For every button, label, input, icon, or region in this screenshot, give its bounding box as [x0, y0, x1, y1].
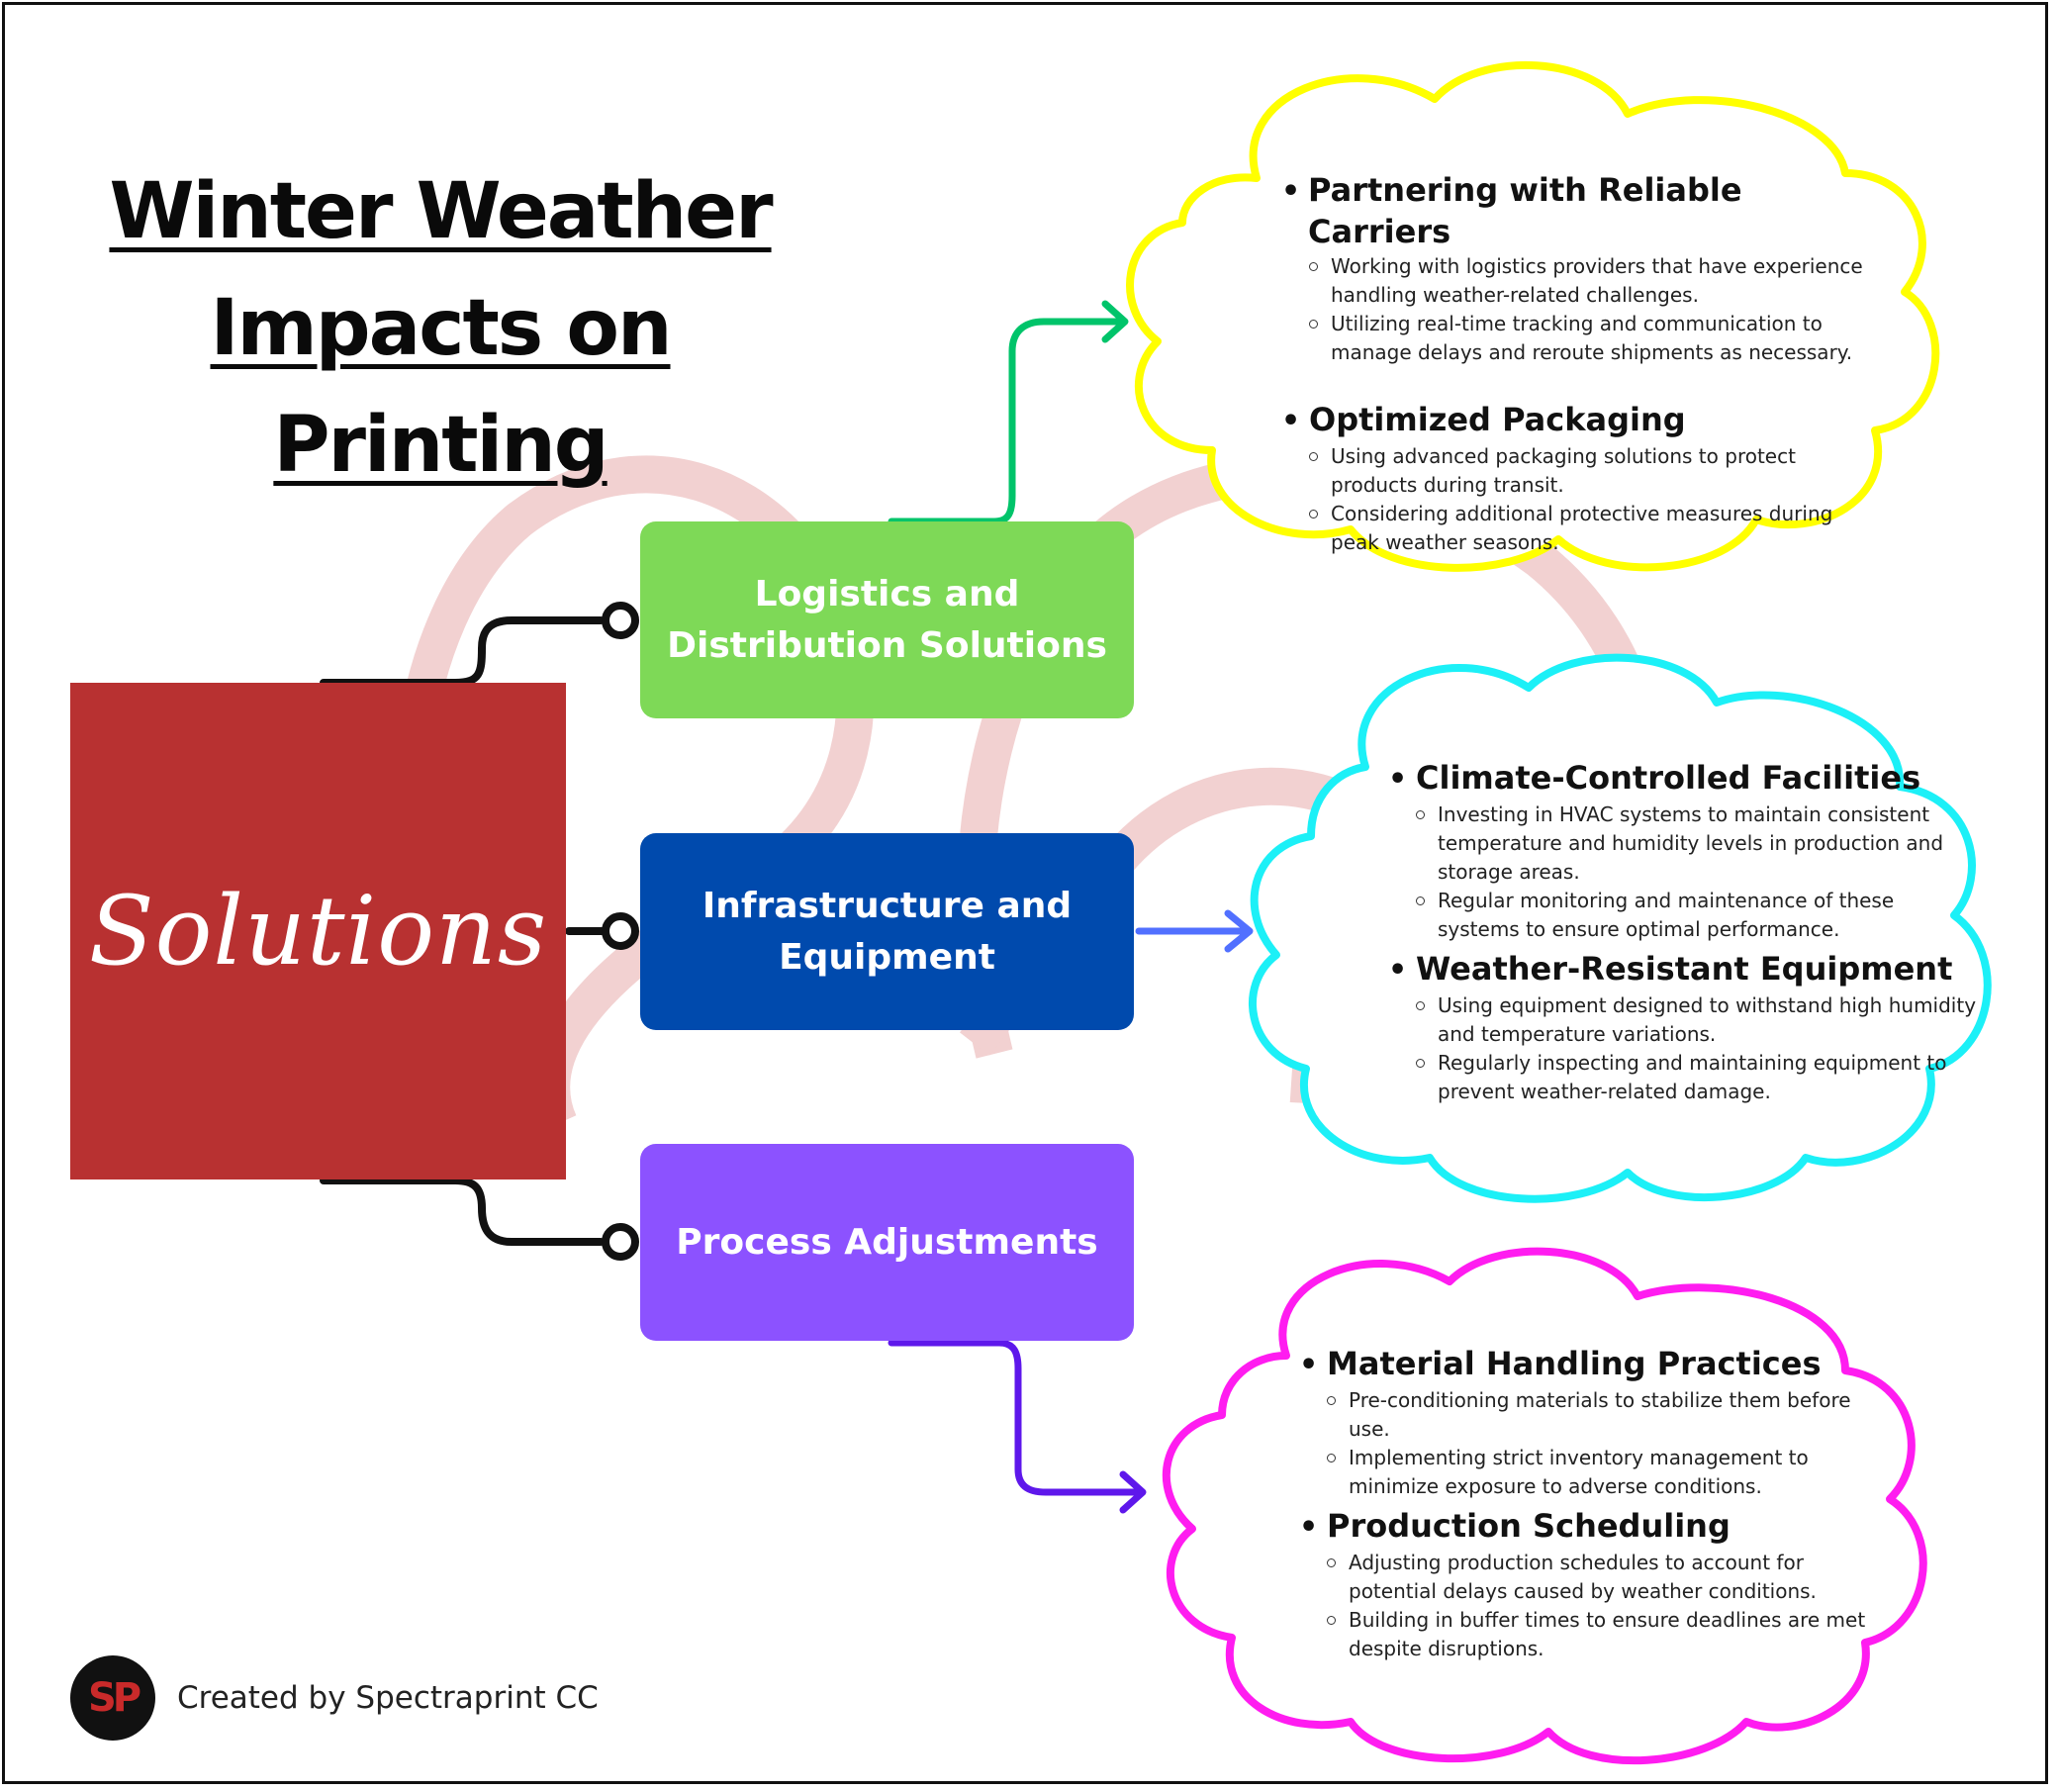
section-heading-text: Material Handling Practices: [1327, 1345, 1822, 1382]
list-item: Using advanced packaging solutions to pr…: [1309, 442, 1875, 500]
page-title: Winter Weather Impacts on Printing: [64, 153, 816, 504]
cloud-infrastructure-outline: [1249, 653, 1992, 1203]
list-item: Implementing strict inventory management…: [1327, 1444, 1893, 1501]
branch-node-label: Infrastructure and Equipment: [702, 885, 1073, 978]
bullet-icon: •: [1388, 953, 1408, 988]
list-item: Regularly inspecting and maintaining equ…: [1416, 1049, 1982, 1106]
bullet-icon: •: [1281, 174, 1301, 209]
cloud-section: •Material Handling Practices Pre-conditi…: [1299, 1343, 1893, 1501]
section-heading-text: Climate-Controlled Facilities: [1416, 759, 1921, 797]
bullet-icon: •: [1388, 762, 1408, 797]
section-heading-text: Optimized Packaging: [1309, 401, 1686, 438]
bullet-list: Investing in HVAC systems to maintain co…: [1388, 801, 1982, 944]
list-item: Utilizing real-time tracking and communi…: [1309, 310, 1875, 367]
bullet-list: Using equipment designed to withstand hi…: [1388, 991, 1982, 1106]
section-heading: •Production Scheduling: [1299, 1505, 1893, 1549]
title-line-2: Impacts on Printing: [210, 284, 673, 490]
cloud-infrastructure-content: •Climate-Controlled Facilities Investing…: [1388, 757, 1982, 1110]
bullet-list: Working with logistics providers that ha…: [1281, 252, 1875, 367]
section-heading-text: Production Scheduling: [1327, 1507, 1731, 1545]
terminal-circle: [602, 1223, 639, 1261]
list-item: Adjusting production schedules to accoun…: [1327, 1549, 1893, 1606]
title-line-1: Winter Weather: [109, 167, 773, 256]
section-heading: •Optimized Packaging: [1281, 399, 1875, 442]
central-connectors: [320, 616, 607, 1246]
branch-arrows: [888, 300, 1254, 1514]
bullet-list: Pre-conditioning materials to stabilize …: [1299, 1386, 1893, 1501]
cloud-section: •Partnering with Reliable Carriers Worki…: [1281, 169, 1875, 367]
cloud-section: •Optimized Packaging Using advanced pack…: [1281, 399, 1875, 557]
section-heading-text: Partnering with Reliable Carriers: [1308, 171, 1742, 250]
connector-to-process: [320, 1177, 605, 1246]
list-item: Using equipment designed to withstand hi…: [1416, 991, 1982, 1049]
bullet-icon: •: [1281, 404, 1301, 438]
bullet-list: Adjusting production schedules to accoun…: [1299, 1549, 1893, 1663]
branch-node-infrastructure: Infrastructure and Equipment: [640, 833, 1134, 1030]
cloud-section: •Weather-Resistant Equipment Using equip…: [1388, 948, 1982, 1106]
central-node-label: Solutions: [88, 876, 548, 987]
connector-terminals: [602, 602, 639, 1261]
cloud-section: •Climate-Controlled Facilities Investing…: [1388, 757, 1982, 944]
arrow-process: [888, 1339, 1147, 1514]
cloud-process-outline: [1163, 1247, 1927, 1765]
branch-node-label: Logistics and Distribution Solutions: [667, 573, 1107, 666]
list-item: Investing in HVAC systems to maintain co…: [1416, 801, 1982, 887]
spectraprint-logo: SP: [70, 1655, 155, 1741]
cloud-logistics-content: •Partnering with Reliable Carriers Worki…: [1281, 169, 1875, 575]
section-heading: •Weather-Resistant Equipment: [1388, 948, 1982, 991]
bullet-icon: •: [1299, 1510, 1319, 1545]
terminal-circle: [602, 912, 639, 950]
list-item: Regular monitoring and maintenance of th…: [1416, 887, 1982, 944]
section-heading: •Partnering with Reliable Carriers: [1281, 169, 1875, 252]
bullet-icon: •: [1299, 1348, 1319, 1382]
list-item: Pre-conditioning materials to stabilize …: [1327, 1386, 1893, 1444]
logo-monogram: SP: [87, 1675, 141, 1721]
bullet-list: Using advanced packaging solutions to pr…: [1281, 442, 1875, 557]
central-node-solutions: Solutions: [70, 683, 566, 1179]
terminal-circle: [602, 602, 639, 639]
connector-to-logistics: [320, 616, 605, 687]
cloud-process-content: •Material Handling Practices Pre-conditi…: [1299, 1343, 1893, 1667]
footer: SP Created by Spectraprint CC: [70, 1655, 599, 1741]
arrow-logistics: [888, 300, 1129, 525]
list-item: Building in buffer times to ensure deadl…: [1327, 1606, 1893, 1663]
section-heading: •Material Handling Practices: [1299, 1343, 1893, 1386]
footer-credit: Created by Spectraprint CC: [177, 1680, 599, 1716]
cloud-section: •Production Scheduling Adjusting product…: [1299, 1505, 1893, 1663]
arrow-infrastructure: [1135, 909, 1254, 953]
list-item: Considering additional protective measur…: [1309, 500, 1875, 557]
diagram-canvas: [320, 60, 1992, 1765]
branch-node-label: Process Adjustments: [676, 1221, 1098, 1263]
section-heading-text: Weather-Resistant Equipment: [1416, 950, 1953, 988]
list-item: Working with logistics providers that ha…: [1309, 252, 1875, 310]
cloud-logistics-outline: [1126, 60, 1940, 572]
branch-node-process: Process Adjustments: [640, 1144, 1134, 1341]
section-heading: •Climate-Controlled Facilities: [1388, 757, 1982, 801]
branch-node-logistics: Logistics and Distribution Solutions: [640, 521, 1134, 718]
